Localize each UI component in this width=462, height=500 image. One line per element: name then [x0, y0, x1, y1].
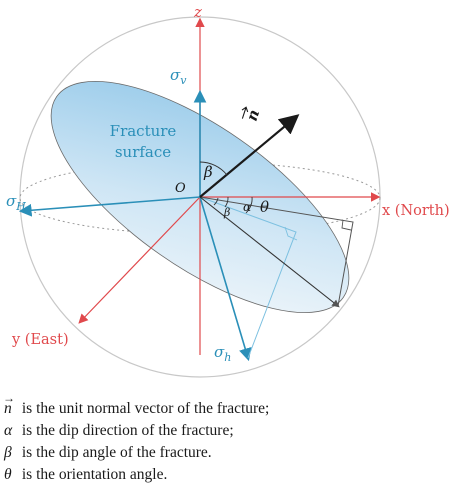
x-axis-label: x (North): [382, 203, 450, 219]
fracture-orientation-diagram: z x (North) y (East) σv σH σh Fracture s…: [6, 3, 450, 378]
y-axis: [78, 196, 201, 324]
sigma-v-label: σv: [170, 66, 187, 87]
sigma-h-arrow: [199, 196, 252, 362]
z-axis-label: z: [193, 3, 202, 21]
fracture-surface-label-line1: Fracture: [110, 122, 177, 140]
angle-beta-small-label: β: [223, 206, 230, 219]
theta-arc: [245, 196, 253, 214]
projection-corner: [284, 226, 298, 241]
legend-item-dip-direction: α is the dip direction of the fracture;: [4, 420, 460, 442]
legend-symbol: θ: [4, 466, 12, 483]
dip-line: [199, 196, 340, 308]
beta-arc: [199, 161, 228, 176]
alpha-arc: [224, 196, 229, 208]
legend-text: is the unit normal vector of the fractur…: [18, 400, 270, 417]
legend-symbol: α: [4, 422, 13, 439]
sigma-H-label: σH: [6, 192, 26, 213]
y-axis-label: y (East): [11, 332, 69, 348]
fracture-surface-label-line2: surface: [115, 143, 171, 161]
legend-item-normal: n is the unit normal vector of the fract…: [3, 387, 460, 420]
legend-text: is the orientation angle.: [18, 466, 168, 483]
legend-text: is the dip direction of the fracture;: [18, 422, 234, 439]
sigma-h-projection: [199, 196, 297, 359]
legend-item-dip-angle: β is the dip angle of the fracture.: [4, 442, 460, 464]
legend-text: is the dip angle of the fracture.: [18, 444, 212, 461]
legend-symbol: n: [3, 387, 18, 420]
angle-theta-label: θ: [260, 198, 269, 216]
angle-beta-label: β: [203, 163, 213, 181]
legend: n is the unit normal vector of the fract…: [3, 387, 460, 486]
sigma-h-label: σh: [214, 343, 231, 364]
origin-label: O: [175, 181, 186, 196]
angle-alpha-label: α: [243, 200, 251, 214]
beta-small-arc: [213, 197, 219, 206]
normal-vector: [199, 114, 300, 198]
legend-item-orientation: θ is the orientation angle.: [4, 464, 460, 486]
normal-vector-label: n: [241, 106, 263, 123]
legend-symbol: β: [4, 444, 12, 461]
sigma-H-arrow: [18, 196, 201, 217]
triangle-corner: [341, 219, 352, 231]
